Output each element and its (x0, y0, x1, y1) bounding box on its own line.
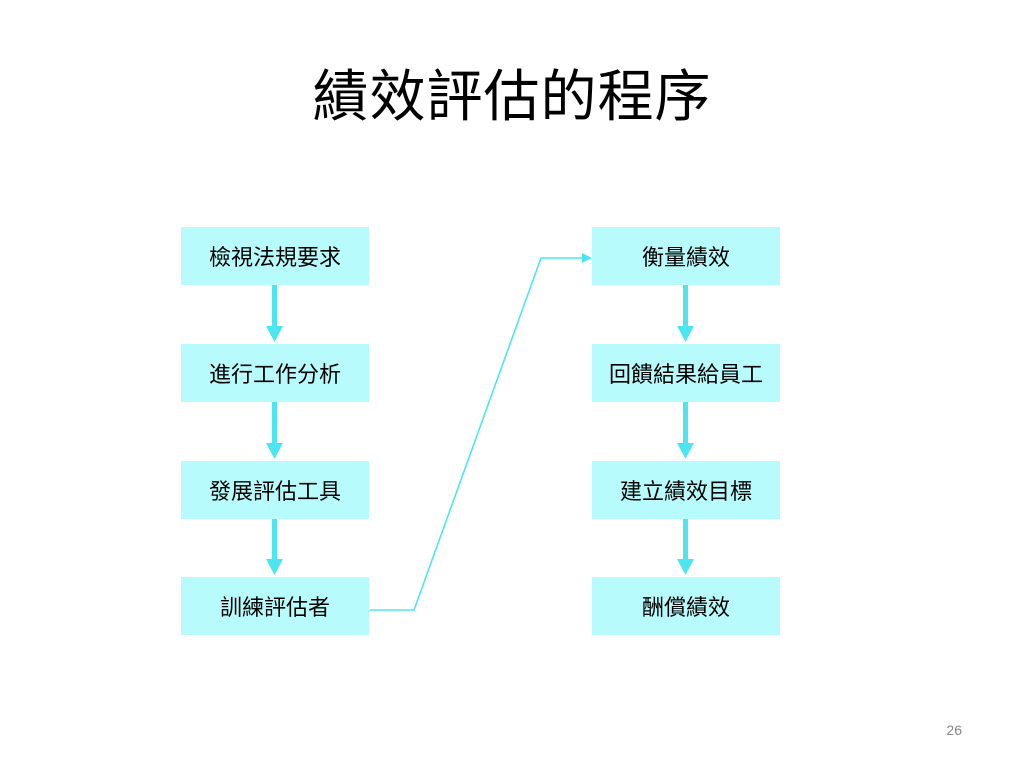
right-down-arrow-2 (677, 402, 694, 459)
step-set-goals: 建立績效目標 (592, 461, 780, 519)
step-job-analysis: 進行工作分析 (181, 344, 369, 402)
right-down-arrow-3 (677, 519, 694, 575)
left-down-arrow-1 (266, 285, 283, 342)
step-measure-performance: 衡量績效 (592, 227, 780, 285)
right-down-arrow-1 (677, 285, 694, 342)
step-review-regulations: 檢視法規要求 (181, 227, 369, 285)
step-reward-performance: 酬償績效 (592, 577, 780, 635)
step-feedback-to-employees: 回饋結果給員工 (592, 344, 780, 402)
left-down-arrow-2 (266, 402, 283, 459)
step-develop-tools: 發展評估工具 (181, 461, 369, 519)
slide-title: 績效評估的程序 (312, 65, 712, 130)
left-down-arrow-3 (266, 519, 283, 575)
step-train-raters: 訓練評估者 (181, 577, 369, 635)
cross-connector-arrow (370, 253, 592, 611)
page-number: 26 (946, 722, 962, 738)
